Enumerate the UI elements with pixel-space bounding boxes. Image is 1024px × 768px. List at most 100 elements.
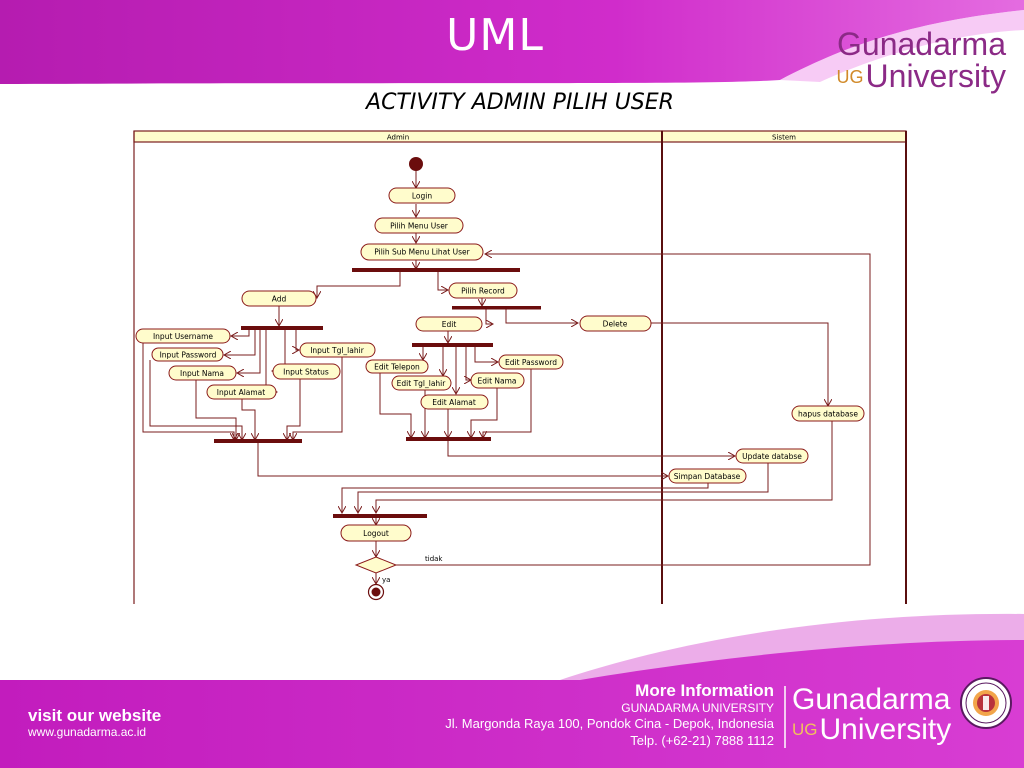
university-seal-icon <box>960 677 1012 729</box>
activity-input-password-shape <box>151 347 224 362</box>
edge-editjoin-update <box>447 441 735 456</box>
activity-edit-password-shape <box>498 354 564 370</box>
activity-add-shape <box>241 290 317 307</box>
edge-fork-add <box>317 271 401 298</box>
footer-university: GUNADARMA UNIVERSITY <box>621 701 774 716</box>
activity-simpan-database-shape <box>668 468 747 484</box>
edge-fork-record <box>437 271 448 290</box>
activity-pilih-sub-menu-shape <box>360 243 484 261</box>
bottom-logo-ug-g: G <box>804 720 818 739</box>
activity-pilih-menu-user-shape <box>374 217 464 234</box>
final-node <box>371 587 381 597</box>
edge-fork-edit <box>485 309 493 324</box>
edge-addjoin-simpan <box>257 442 668 476</box>
activity-edit-nama: Edit Nama <box>477 377 516 386</box>
activity-pilih-record-shape <box>448 282 518 299</box>
activity-pilih-menu-user: Pilih Menu User <box>390 222 449 231</box>
footer-more-info: More Information <box>635 681 774 700</box>
bottom-logo-ug-u: U <box>792 720 805 739</box>
edges <box>142 170 871 584</box>
activity-simpan-database: Simpan Database <box>674 472 741 481</box>
activity-shapes <box>135 187 865 542</box>
fork-bar-edit <box>412 343 493 347</box>
footer-phone: Telp. (+62-21) 7888 1112 <box>630 732 774 748</box>
activity-hapus-database: hapus database <box>798 410 858 419</box>
edge-decision-tidak <box>396 254 871 566</box>
footer-wave <box>0 640 1024 768</box>
footer-visit-label: visit our website <box>28 706 162 725</box>
edge-status-join <box>287 379 301 440</box>
footer-address: Jl. Margonda Raya 100, Pondok Cina - Dep… <box>445 716 774 732</box>
header-wave <box>0 0 1024 84</box>
activity-edit-alamat-shape <box>420 394 489 410</box>
edge-fork-password <box>224 329 256 355</box>
lane-label-admin: Admin <box>387 134 409 142</box>
activity-edit: Edit <box>442 320 457 329</box>
edge-editpassword-join <box>483 369 532 438</box>
activity-input-alamat-shape <box>206 384 277 400</box>
bottom-logo-ug-mark: UG <box>792 720 818 739</box>
activity-pilih-sub-menu: Pilih Sub Menu Lihat User <box>374 248 470 257</box>
slide-subtitle: ACTIVITY ADMIN PILIH USER <box>366 90 674 115</box>
edge-fork-tgllahir <box>296 329 299 350</box>
edge-editnama-join <box>471 388 498 438</box>
edge-alamat-join <box>241 399 255 440</box>
edge-fork-username <box>231 329 250 336</box>
swimlanes: Admin Sistem <box>133 130 907 604</box>
edge-simpan-join <box>342 483 709 513</box>
bottom-logo-university: University <box>819 713 952 746</box>
activity-hapus-database-shape <box>791 405 865 422</box>
footer-website-link[interactable]: www.gunadarma.ac.id <box>28 725 147 739</box>
guard-tidak: tidak <box>425 555 443 563</box>
activity-input-tgl-lahir-shape <box>299 342 376 358</box>
activity-input-status-shape <box>272 363 341 380</box>
activity-input-tgl-lahir: Input Tgl_lahir <box>310 346 364 355</box>
activity-delete: Delete <box>603 320 628 329</box>
edge-update-join <box>358 463 769 513</box>
edge-fork-delete <box>505 309 578 323</box>
join-bar-add <box>214 439 302 443</box>
activity-logout: Logout <box>363 529 389 538</box>
activity-edit-password: Edit Password <box>505 358 557 367</box>
activity-input-username: Input Username <box>153 332 213 341</box>
bottom-logo-name: Gunadarma <box>792 683 951 716</box>
slide-title: UML <box>446 10 544 61</box>
edge-nama-join <box>195 380 236 440</box>
top-logo-university: University <box>865 58 1006 94</box>
activity-input-password: Input Password <box>160 351 217 360</box>
fork-bar-add <box>241 326 323 330</box>
top-logo-ug-u: U <box>836 67 850 87</box>
edge-password-join <box>149 360 242 440</box>
top-logo-ug-g: G <box>849 67 864 87</box>
activity-login: Login <box>412 192 432 201</box>
edge-fork-editnama <box>466 346 471 380</box>
activity-input-status: Input Status <box>283 368 329 377</box>
edge-telepon-join <box>379 373 411 438</box>
activity-labels: Login Pilih Menu User Pilih Sub Menu Lih… <box>153 192 858 539</box>
activity-edit-telepon: Edit Telepon <box>374 363 420 372</box>
activity-edit-telepon-shape <box>365 359 429 374</box>
fork-bar-record <box>452 306 541 310</box>
edge-delete-hapus <box>651 322 828 406</box>
decision-node <box>354 556 398 574</box>
activity-input-nama-shape <box>168 365 237 381</box>
fork-bar-main <box>352 268 520 272</box>
activity-pilih-record: Pilih Record <box>461 287 505 296</box>
initial-node <box>409 157 423 171</box>
edge-tgllahir-join <box>293 357 343 440</box>
activity-edit-nama-shape <box>470 372 525 389</box>
activity-update-database: Update databse <box>742 452 802 461</box>
top-logo-name: Gunadarma <box>837 26 1006 62</box>
activity-logout-shape <box>340 524 412 542</box>
activity-input-username-shape <box>135 328 231 344</box>
activity-edit-alamat: Edit Alamat <box>432 398 476 407</box>
activity-add: Add <box>272 295 287 304</box>
edge-hapus-join <box>376 421 833 513</box>
activity-edit-tgl-lahir-shape <box>391 375 452 391</box>
guard-ya: ya <box>382 576 390 584</box>
join-bar-edit <box>406 437 491 441</box>
header-wave-light <box>780 10 1024 82</box>
top-logo: Gunadarma UGUniversity <box>837 28 1006 92</box>
activity-edit-tgl-lahir: Edit Tgl_lahir <box>397 379 447 388</box>
